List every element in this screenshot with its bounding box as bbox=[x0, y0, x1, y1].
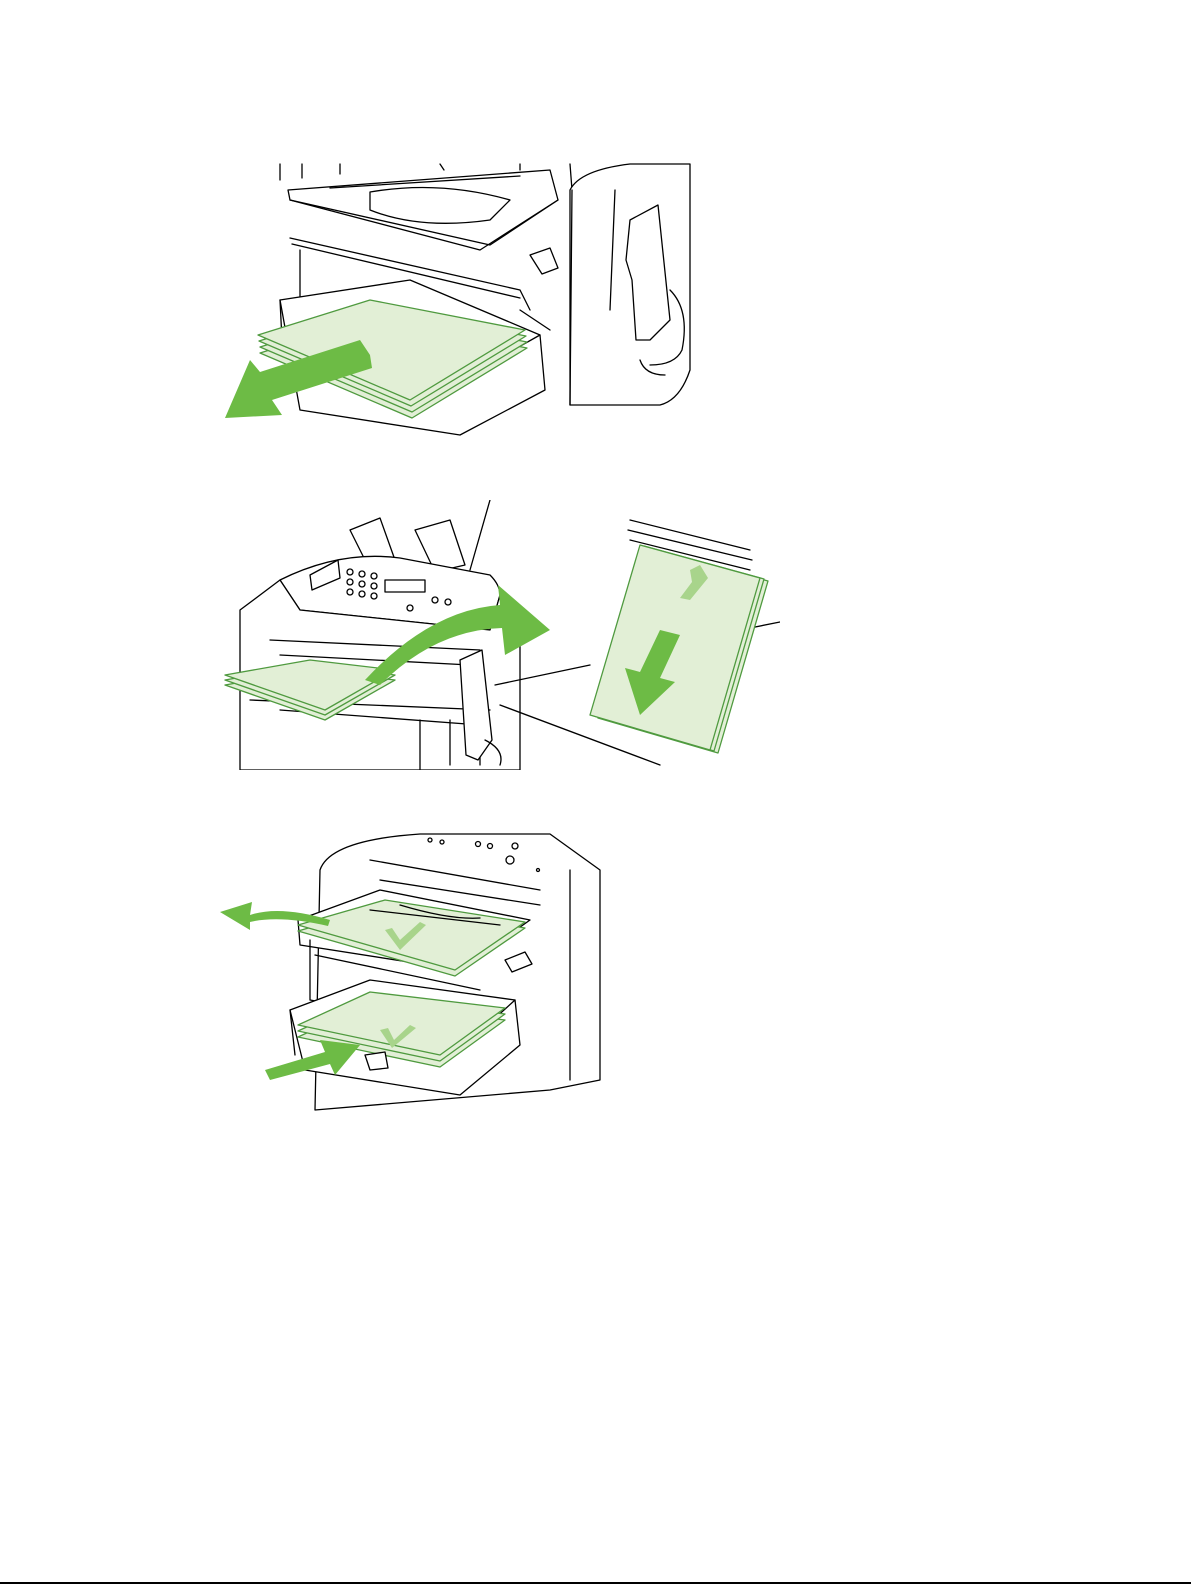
figure-rotate-and-reload-stack bbox=[220, 500, 780, 770]
figure-load-stack-in-input-tray bbox=[220, 830, 610, 1120]
printer-illustration bbox=[220, 160, 700, 440]
paper-stack bbox=[590, 520, 768, 753]
figure-remove-printed-stack bbox=[220, 160, 700, 440]
printer-illustration bbox=[220, 830, 610, 1120]
footer-rule bbox=[0, 1582, 1191, 1584]
printer-illustration bbox=[220, 500, 780, 770]
